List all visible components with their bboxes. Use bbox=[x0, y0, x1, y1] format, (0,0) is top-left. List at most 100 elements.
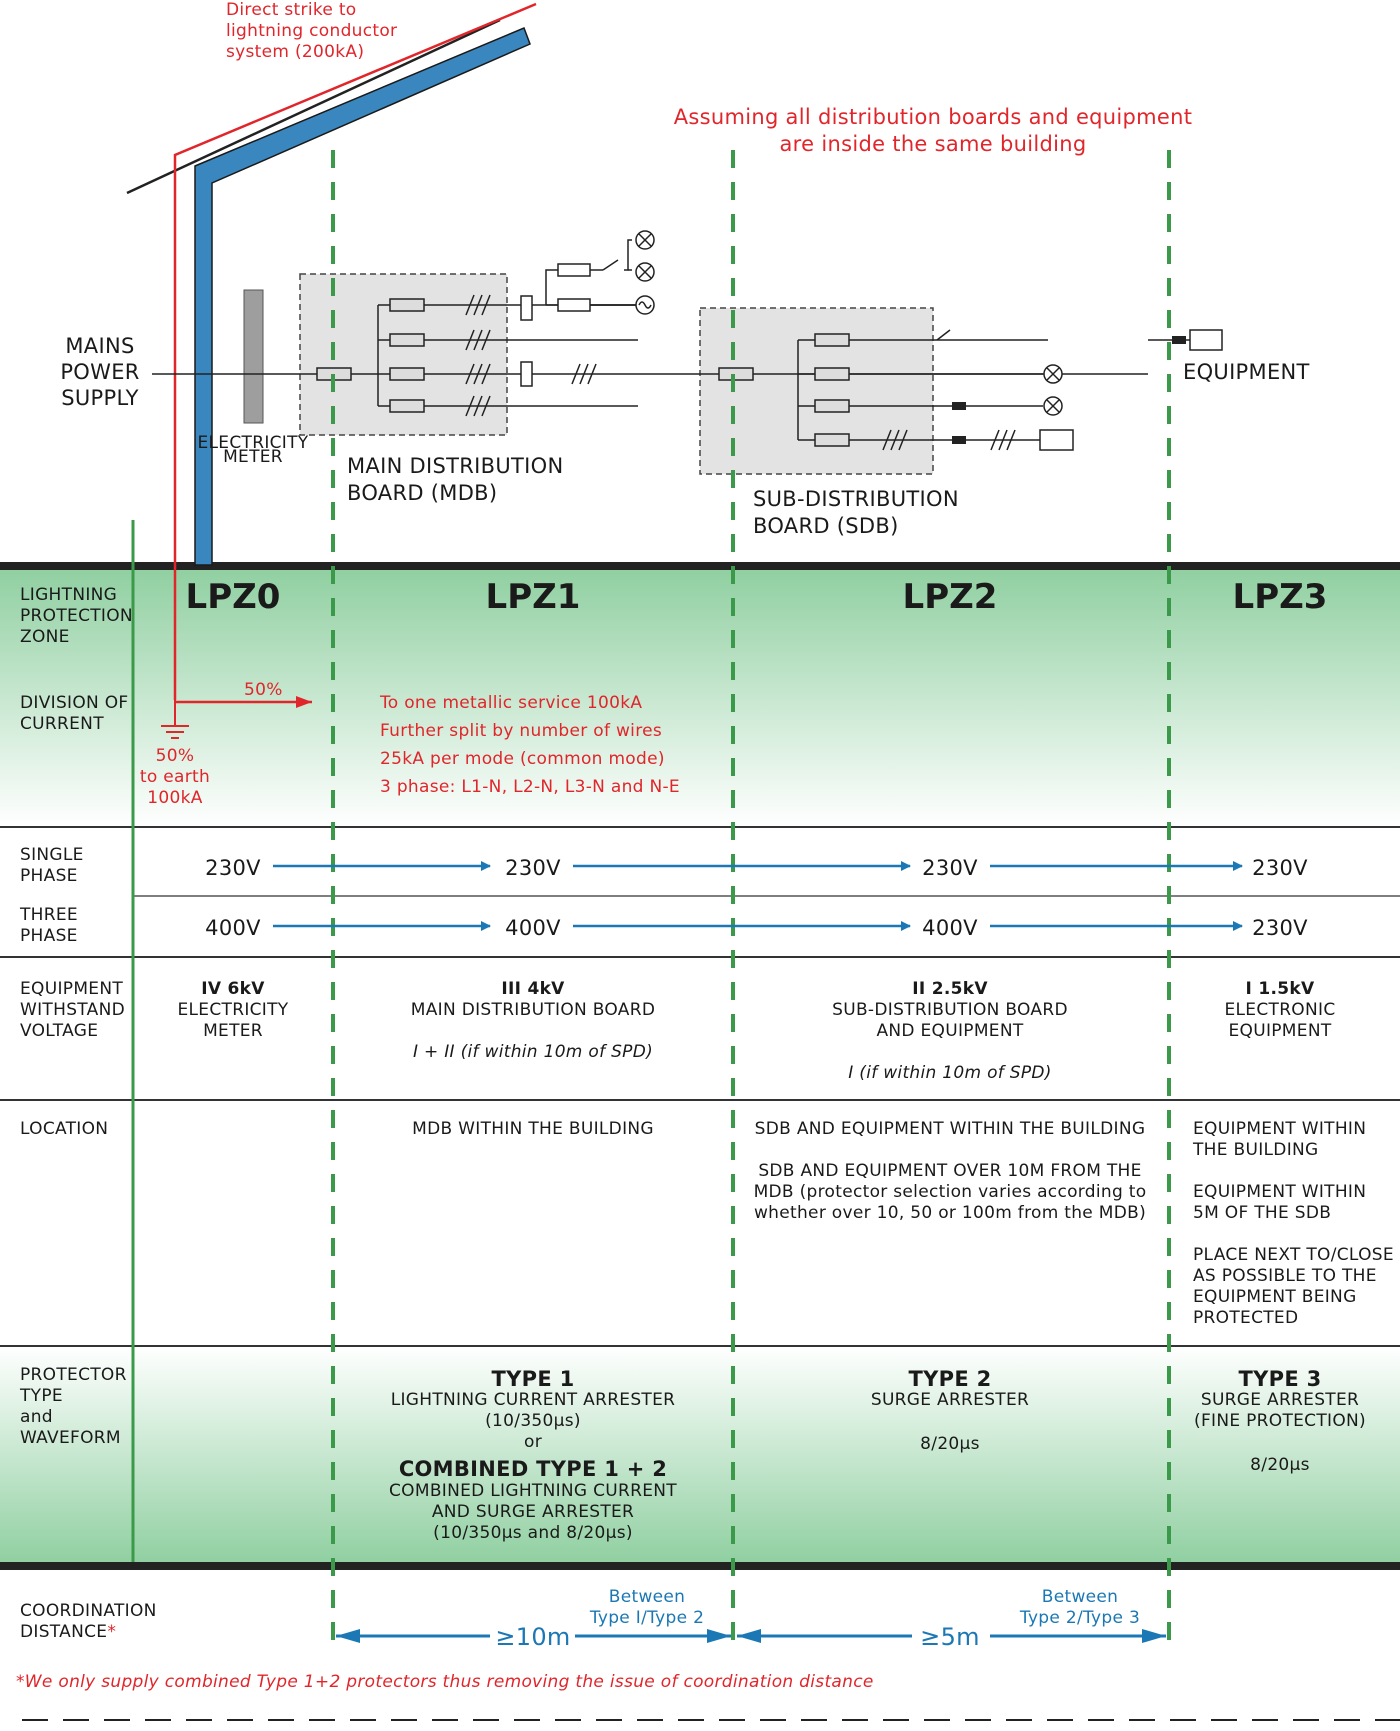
protector-label-3: and bbox=[20, 1407, 53, 1427]
location-lpz3-3: EQUIPMENT WITHIN bbox=[1193, 1182, 1367, 1202]
division-label-line-1: DIVISION OF bbox=[20, 693, 129, 713]
earth-symbol bbox=[161, 700, 189, 739]
sdb-label-line-1: SUB-DISTRIBUTION bbox=[753, 487, 959, 511]
protector-lpz1-5: COMBINED TYPE 1 + 2 bbox=[398, 1457, 668, 1481]
three-lpz2: 400V bbox=[922, 916, 978, 940]
zone-lpz0: LPZ0 bbox=[185, 577, 281, 617]
protector-lpz1-8: (10/350µs and 8/20µs) bbox=[433, 1523, 633, 1543]
zone-label-line-2: PROTECTION bbox=[20, 606, 133, 626]
coordination-d1: ≥10m bbox=[495, 1623, 571, 1651]
row-separators bbox=[0, 826, 1400, 1347]
mdb-label-line-2: BOARD (MDB) bbox=[347, 481, 498, 505]
electricity-meter-symbol bbox=[243, 289, 264, 424]
location-lpz2-1: SDB AND EQUIPMENT WITHIN THE BUILDING bbox=[754, 1119, 1146, 1139]
withstand-lpz3-3: EQUIPMENT bbox=[1228, 1021, 1332, 1041]
protector-label-2: TYPE bbox=[20, 1386, 63, 1406]
split-percent: 50% bbox=[244, 680, 283, 700]
division-note-2: Further split by number of wires bbox=[380, 721, 663, 741]
protector-label-1: PROTECTOR bbox=[20, 1365, 127, 1385]
equipment-label: EQUIPMENT bbox=[1183, 360, 1310, 384]
coordination-d2-note-2: Type 2/Type 3 bbox=[1019, 1608, 1141, 1628]
roof-line bbox=[126, 18, 501, 195]
zone-boundaries bbox=[331, 150, 1171, 1650]
withstand-label-3: VOLTAGE bbox=[20, 1021, 99, 1041]
division-note-4: 3 phase: L1-N, L2-N, L3-N and N-E bbox=[380, 777, 680, 797]
zone-band bbox=[0, 567, 1400, 827]
location-lpz2-4: whether over 10, 50 or 100m from the MDB… bbox=[753, 1203, 1147, 1223]
withstand-label-2: WITHSTAND bbox=[20, 1000, 125, 1020]
protector-lpz1-3: (10/350µs) bbox=[485, 1411, 581, 1431]
coordination-d1-note-2: Type I/Type 2 bbox=[589, 1608, 705, 1628]
assumption-line-1: Assuming all distribution boards and equ… bbox=[673, 105, 1193, 129]
protector-lpz1-2: LIGHTNING CURRENT ARRESTER bbox=[390, 1390, 676, 1410]
withstand-lpz2-2: SUB-DISTRIBUTION BOARD bbox=[832, 1000, 1068, 1020]
coordination-d2-note-1: Between bbox=[1041, 1587, 1119, 1607]
division-note-3: 25kA per mode (common mode) bbox=[380, 749, 665, 769]
sdb-label-line-2: BOARD (SDB) bbox=[753, 514, 899, 538]
mains-label-line-2: POWER bbox=[60, 360, 140, 384]
withstand-lpz3-1: I 1.5kV bbox=[1245, 979, 1315, 999]
strike-note-line-2: lightning conductor bbox=[226, 21, 398, 41]
protector-lpz3-3: (FINE PROTECTION) bbox=[1194, 1411, 1366, 1431]
coordination-d2: ≥5m bbox=[920, 1623, 980, 1651]
coordination-asterisk: * bbox=[107, 1622, 117, 1642]
coordination-d1-note-1: Between bbox=[608, 1587, 686, 1607]
three-phase-label-2: PHASE bbox=[20, 926, 78, 946]
earth-line-3: 100kA bbox=[147, 788, 203, 808]
zone-lpz3: LPZ3 bbox=[1232, 577, 1328, 617]
single-phase-label-2: PHASE bbox=[20, 866, 78, 886]
single-lpz1: 230V bbox=[505, 856, 561, 880]
cable-ticks bbox=[465, 294, 1016, 451]
three-lpz1: 400V bbox=[505, 916, 561, 940]
meter-label-line-2: METER bbox=[223, 447, 283, 467]
division-label-line-2: CURRENT bbox=[20, 714, 104, 734]
earth-line-2: to earth bbox=[139, 767, 211, 787]
zone-lpz1: LPZ1 bbox=[485, 577, 581, 617]
footnote: *We only supply combined Type 1+2 protec… bbox=[16, 1672, 874, 1692]
terminals bbox=[952, 336, 1186, 444]
protector-lpz3-1: TYPE 3 bbox=[1238, 1367, 1322, 1391]
protector-lpz1-7: AND SURGE ARRESTER bbox=[431, 1502, 635, 1522]
withstand-lpz0-2: ELECTRICITY bbox=[177, 1000, 289, 1020]
coordination-label-2: DISTANCE bbox=[20, 1622, 108, 1642]
lamp-symbols bbox=[635, 230, 1063, 416]
single-lpz3: 230V bbox=[1252, 856, 1308, 880]
protector-lpz2-1: TYPE 2 bbox=[908, 1367, 992, 1391]
location-lpz3-8: PROTECTED bbox=[1193, 1308, 1299, 1328]
voltage-arrows bbox=[273, 861, 1243, 931]
protector-lpz3-4: 8/20µs bbox=[1250, 1455, 1310, 1475]
three-lpz0: 400V bbox=[205, 916, 261, 940]
strike-note-line-1: Direct strike to bbox=[226, 0, 357, 20]
zone-lpz2: LPZ2 bbox=[902, 577, 998, 617]
single-lpz0: 230V bbox=[205, 856, 261, 880]
location-lpz3-6: AS POSSIBLE TO THE bbox=[1193, 1266, 1377, 1286]
coordination-label-2-wrap: DISTANCE* bbox=[20, 1622, 116, 1643]
protector-lpz1-6: COMBINED LIGHTNING CURRENT bbox=[389, 1481, 677, 1501]
lightning-conductor bbox=[173, 2, 537, 700]
zone-label-line-3: ZONE bbox=[20, 627, 70, 647]
location-lpz3-5: PLACE NEXT TO/CLOSE bbox=[1193, 1245, 1394, 1265]
location-label: LOCATION bbox=[20, 1119, 109, 1139]
protector-lpz2-2: SURGE ARRESTER bbox=[870, 1390, 1030, 1410]
mdb-label-line-1: MAIN DISTRIBUTION bbox=[347, 454, 564, 478]
strike-note-line-3: system (200kA) bbox=[226, 42, 365, 62]
protector-label-4: WAVEFORM bbox=[20, 1428, 121, 1448]
location-lpz3-1: EQUIPMENT WITHIN bbox=[1193, 1119, 1367, 1139]
three-phase-label-1: THREE bbox=[20, 905, 78, 925]
withstand-lpz2-1: II 2.5kV bbox=[912, 979, 988, 999]
protector-bottom-line bbox=[0, 1562, 1400, 1570]
division-note-1: To one metallic service 100kA bbox=[380, 693, 643, 713]
protector-lpz2-3: 8/20µs bbox=[920, 1434, 980, 1454]
location-lpz1: MDB WITHIN THE BUILDING bbox=[412, 1119, 654, 1139]
earth-line-1: 50% bbox=[155, 746, 195, 766]
protector-lpz1-1: TYPE 1 bbox=[491, 1367, 575, 1391]
location-lpz2-2: SDB AND EQUIPMENT OVER 10M FROM THE bbox=[758, 1161, 1142, 1181]
location-lpz3-2: THE BUILDING bbox=[1193, 1140, 1319, 1160]
mains-label-line-3: SUPPLY bbox=[61, 386, 139, 410]
zone-label-line-1: LIGHTNING bbox=[20, 585, 118, 605]
withstand-lpz0-3: METER bbox=[203, 1021, 263, 1041]
mains-label-line-1: MAINS bbox=[65, 334, 135, 358]
wiring bbox=[152, 239, 1223, 451]
